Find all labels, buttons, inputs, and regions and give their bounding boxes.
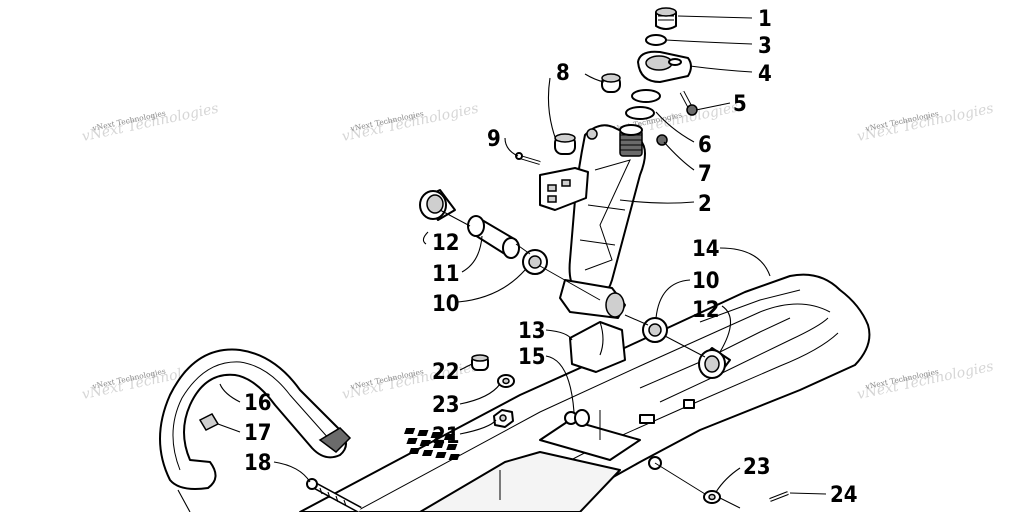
callout-10-right: 10 [692,269,720,294]
leader-lines [217,15,827,495]
callout-13: 13 [518,319,546,344]
callout-1: 1 [758,7,772,32]
ring-part-3 [645,34,667,46]
callout-12-left: 12 [432,231,460,256]
bushing-part-12-right [698,347,731,379]
bushing-part-10-right [642,317,668,343]
callout-2: 2 [698,192,712,217]
washer-part-6-upper [631,89,661,103]
clamp-part-4 [637,50,692,83]
callout-17: 17 [244,421,272,446]
callout-16: 16 [244,391,272,416]
callout-3: 3 [758,34,772,59]
callout-15: 15 [518,345,546,370]
callout-14: 14 [692,237,720,262]
sleeve-part-11 [467,215,520,259]
pad-part-13 [569,321,626,373]
ski-spindle-part-2 [559,124,646,319]
callout-11: 11 [432,262,460,287]
callout-12-right: 12 [692,298,720,323]
callout-5: 5 [733,92,747,117]
cap-part-22 [471,354,489,371]
bracket-part [539,167,589,211]
insert-part-17 [198,413,220,431]
callout-18: 18 [244,451,272,476]
callout-4: 4 [758,62,772,87]
callout-labels: 1 3 4 5 6 7 8 9 2 12 11 10 14 10 12 13 1… [244,7,858,508]
watermark-bottom-right: vNext Technologies vNext Technologies [856,358,995,403]
callout-6: 6 [698,133,712,158]
cap-part-1 [655,7,677,30]
watermark-top-center: vNext Technologies vNext Technologies [341,100,480,145]
pin-part-24 [769,491,789,502]
washer-part-23-right [703,490,721,504]
callout-23-left: 23 [432,393,460,418]
screw-part-9 [515,152,541,165]
bushing-part-8-lower [554,133,576,155]
washer-part-6-lower [625,106,655,120]
bushing-part-8-upper [601,73,621,93]
bushing-part-10-left [522,249,548,275]
callout-10-left: 10 [432,292,460,317]
callout-23-right: 23 [743,455,771,480]
bolt-part-5 [679,90,698,116]
callout-22: 22 [432,360,460,385]
callout-7: 7 [698,162,712,187]
callout-8: 8 [556,61,570,86]
washer-part-23-left [497,374,515,388]
watermark-top-left: vNext Technologies vNext Technologies [81,100,220,145]
watermark-top-right: vNext Technologies vNext Technologies [856,100,995,145]
loop-handle-part-16 [159,348,352,490]
washer-part-15 [564,409,590,427]
nut-part-21 [493,409,514,428]
callout-24: 24 [830,483,858,508]
callout-9: 9 [487,127,501,152]
callout-21: 21 [432,424,460,449]
bushing-part-12-left [419,189,456,221]
